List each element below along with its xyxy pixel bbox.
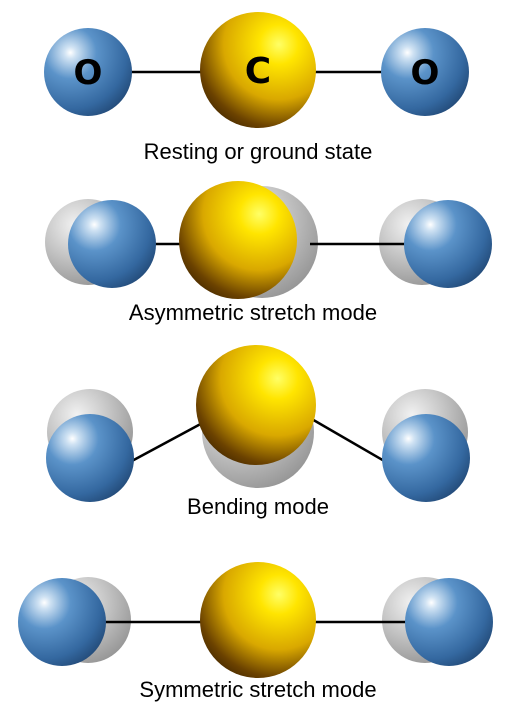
panel-bending: Bending mode <box>46 345 470 519</box>
caption-bending: Bending mode <box>187 494 329 519</box>
bond-right <box>309 416 387 464</box>
carbon-atom <box>179 181 297 299</box>
oxygen-atom-left <box>46 414 134 502</box>
bond-left <box>129 418 209 464</box>
oxygen-atom-left <box>68 200 156 288</box>
oxygen-atom-right <box>404 200 492 288</box>
oxygen-atom-left <box>44 28 132 116</box>
oxygen-atom-right <box>382 414 470 502</box>
caption-symmetric-stretch: Symmetric stretch mode <box>139 677 376 702</box>
oxygen-label-left: O <box>74 53 103 93</box>
panel-resting: O C O Resting or ground state <box>44 12 469 164</box>
panel-symmetric-stretch: Symmetric stretch mode <box>18 562 493 702</box>
panel-asymmetric-stretch: Asymmetric stretch mode <box>45 181 492 325</box>
carbon-atom <box>200 12 316 128</box>
carbon-atom <box>196 345 316 465</box>
carbon-atom <box>200 562 316 678</box>
carbon-label: C <box>245 51 271 92</box>
caption-asymmetric-stretch: Asymmetric stretch mode <box>129 300 377 325</box>
oxygen-atom-right <box>381 28 469 116</box>
oxygen-atom-left <box>18 578 106 666</box>
oxygen-atom-right <box>405 578 493 666</box>
oxygen-label-right: O <box>411 53 440 93</box>
caption-resting: Resting or ground state <box>144 139 373 164</box>
